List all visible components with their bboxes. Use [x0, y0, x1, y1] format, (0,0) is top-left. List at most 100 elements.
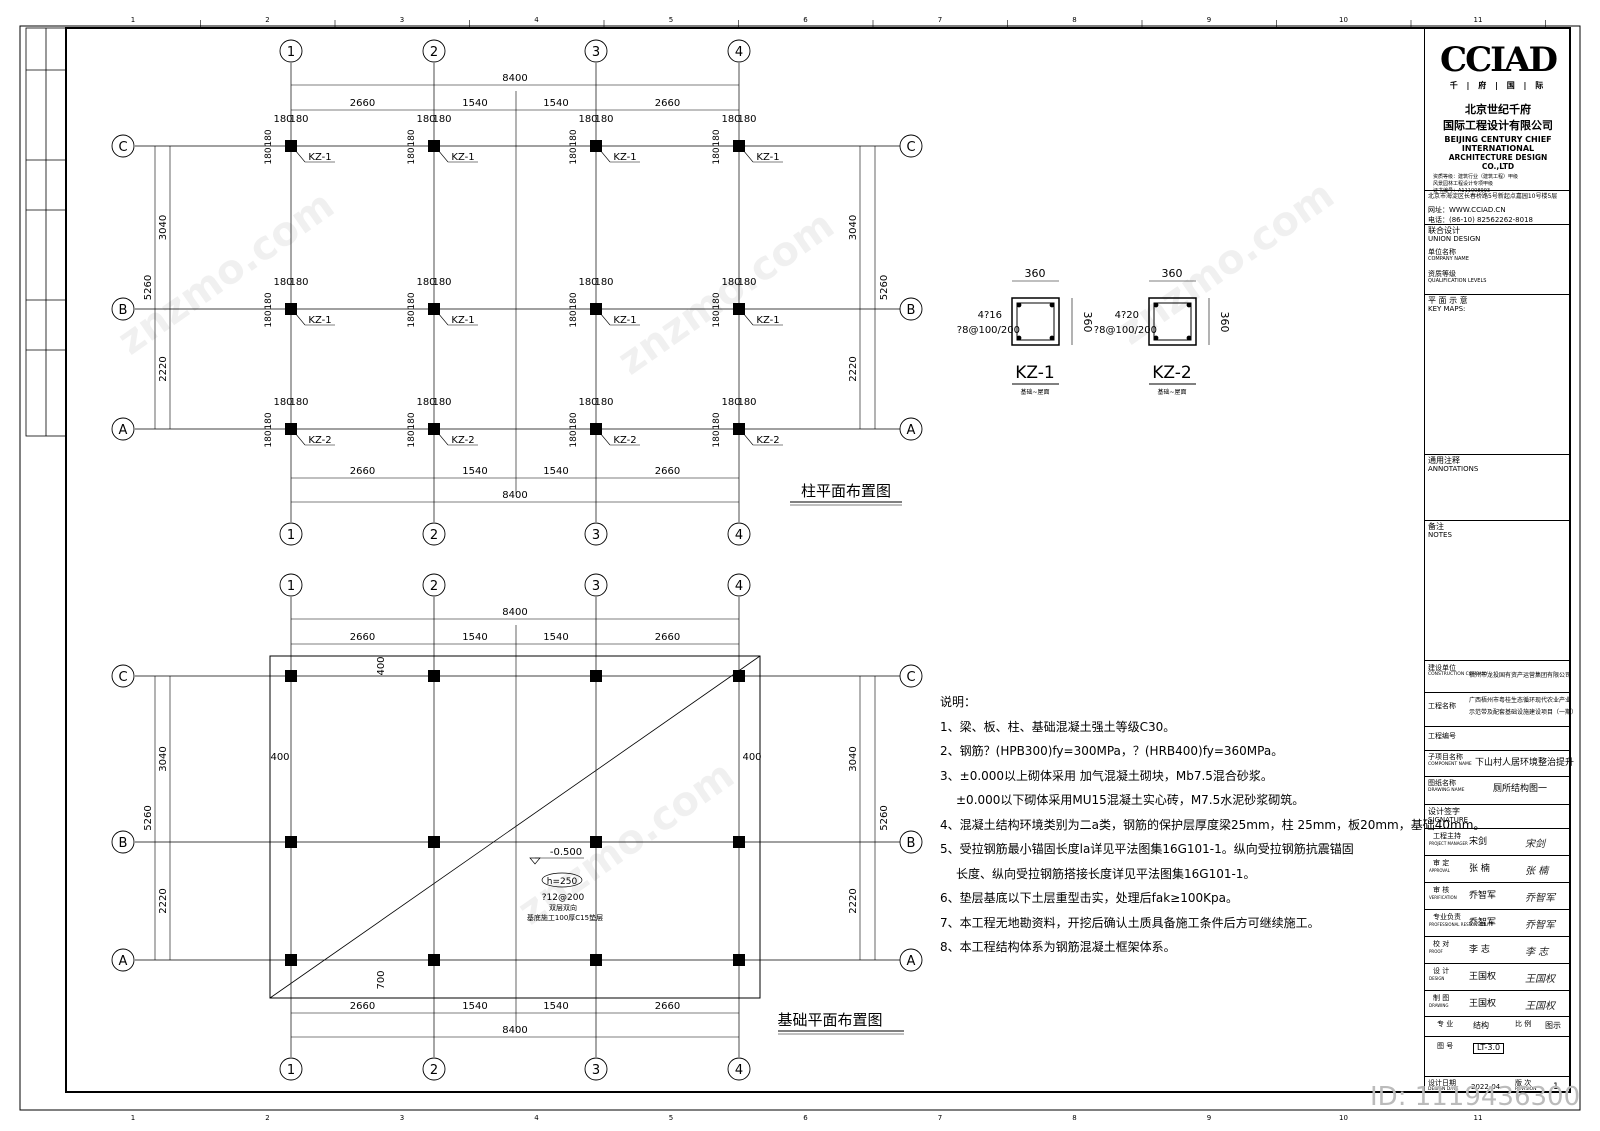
col-offset-x: 180	[416, 114, 435, 125]
border-number-bottom: 10	[1339, 1114, 1348, 1122]
logo-sub: 千 | 府 | 国 | 际	[1449, 81, 1547, 90]
dim-span-side: 3040	[848, 215, 859, 240]
notes-cn: 备注	[1428, 522, 1444, 531]
company-logo: CCIAD 千 | 府 | 国 | 际 北京世纪千府 国际工程设计有限公司 BE…	[1433, 40, 1563, 194]
role-en: DRAWING	[1429, 1003, 1449, 1008]
role-cn: 工程主持	[1433, 832, 1461, 840]
section-height: 360	[1081, 312, 1094, 333]
column-label: KZ-2	[451, 435, 474, 446]
column-label: KZ-1	[613, 152, 636, 163]
dim-total-top: 8400	[502, 73, 527, 84]
axis-bubble-top	[584, 39, 608, 63]
axis-label-right: A	[907, 423, 916, 438]
leader	[294, 312, 306, 326]
column-square	[590, 954, 602, 966]
address: 北京市海淀区长春桥路5号新起点嘉园10号楼5层	[1428, 193, 1558, 200]
dim-total-side: 5260	[143, 275, 154, 300]
column-square	[428, 836, 440, 848]
union-design-cn: 联合设计	[1428, 226, 1460, 235]
company-cn-1: 北京世纪千府	[1465, 103, 1531, 116]
leader	[437, 432, 449, 446]
section-name: KZ-1	[1015, 363, 1054, 383]
column-square	[285, 836, 297, 848]
dim-span-bottom: 2660	[350, 466, 375, 477]
dim-total-top: 8400	[502, 607, 527, 618]
column-square	[285, 140, 297, 152]
column-square	[733, 670, 745, 682]
project-no-cn: 工程编号	[1428, 732, 1456, 740]
column-square	[733, 836, 745, 848]
website: 网址：WWW.CCIAD.CN	[1428, 206, 1506, 214]
axis-bubble-top	[727, 573, 751, 597]
col-offset-x: 180	[432, 397, 451, 408]
annotations-en: ANNOTATIONS	[1428, 465, 1479, 473]
profession-row: 专 业 结构 比 例 图示	[1425, 1016, 1571, 1036]
col-offset-x: 180	[578, 277, 597, 288]
slab-thickness: h=250	[547, 877, 578, 887]
dim-span-side: 3040	[158, 746, 169, 771]
col-offset-y: 180	[264, 310, 274, 327]
column-label: KZ-1	[756, 152, 779, 163]
cert-1: 资质等级：建筑行业（建筑工程）甲级	[1433, 174, 1519, 180]
rebar-dot	[1016, 335, 1022, 341]
axis-label-top: 2	[430, 45, 438, 60]
col-offset-x: 180	[416, 397, 435, 408]
column-label: KZ-1	[308, 152, 331, 163]
column-square	[428, 954, 440, 966]
company-name-en: COMPANY NAME	[1428, 256, 1469, 262]
leader	[742, 312, 754, 326]
dim-total-bottom: 8400	[502, 1025, 527, 1036]
section-stirrup	[1016, 302, 1055, 341]
axis-bubble-top	[279, 573, 303, 597]
dim-total-side: 5260	[879, 805, 890, 830]
company-en-1: BEIJING CENTURY CHIEF	[1444, 135, 1552, 144]
dim-span-top: 2660	[350, 632, 375, 643]
keymap-en: KEY MAPS:	[1428, 305, 1466, 313]
date-cn: 设计日期	[1428, 1079, 1456, 1087]
border-number-bottom: 8	[1072, 1114, 1076, 1122]
section-rebar: 4?20	[1115, 310, 1139, 321]
section-height: 360	[1218, 312, 1231, 333]
col-offset-x: 180	[721, 277, 740, 288]
col-offset-y: 180	[712, 430, 722, 447]
logo-letters: CCIAD	[1440, 40, 1558, 80]
role-name: 张 楠	[1469, 864, 1490, 874]
axis-label-top: 3	[592, 579, 600, 594]
rebar-dot	[1153, 335, 1159, 341]
section-width: 360	[1025, 267, 1046, 280]
col-offset-x: 180	[737, 277, 756, 288]
axis-bubble-top	[727, 39, 751, 63]
dim-span-bottom: 1540	[462, 1001, 487, 1012]
dim-span-side: 3040	[848, 746, 859, 771]
column-square	[733, 954, 745, 966]
col-offset-x: 180	[273, 114, 292, 125]
column-square	[285, 954, 297, 966]
leader	[437, 312, 449, 326]
role-cn: 校 对	[1433, 940, 1450, 948]
note-line: 7、本工程无地勘资料，开挖后确认土质具备施工条件后方可继续施工。	[940, 915, 1320, 930]
role-cn: 专业负责	[1433, 913, 1461, 921]
col-offset-x: 180	[432, 277, 451, 288]
axis-bubble-bottom	[279, 522, 303, 546]
border-number-top: 7	[938, 16, 942, 24]
axis-bubble-right	[899, 830, 923, 854]
column-label: KZ-1	[451, 315, 474, 326]
axis-bubble-right	[899, 297, 923, 321]
axis-label-top: 1	[287, 45, 295, 60]
component-cn: 子项目名称	[1428, 753, 1463, 761]
axis-label-bottom: 3	[592, 528, 600, 543]
role-en: PROJECT MANAGER	[1429, 841, 1468, 846]
col-offset-y: 180	[407, 292, 417, 309]
slab-thickness-tag	[541, 872, 583, 888]
keymap-row: 平 面 示 意 KEY MAPS:	[1425, 294, 1571, 454]
col-offset-x: 180	[721, 397, 740, 408]
border-number-bottom: 3	[400, 1114, 404, 1122]
axis-label-left: A	[119, 423, 128, 438]
axis-bubble-right	[899, 134, 923, 158]
